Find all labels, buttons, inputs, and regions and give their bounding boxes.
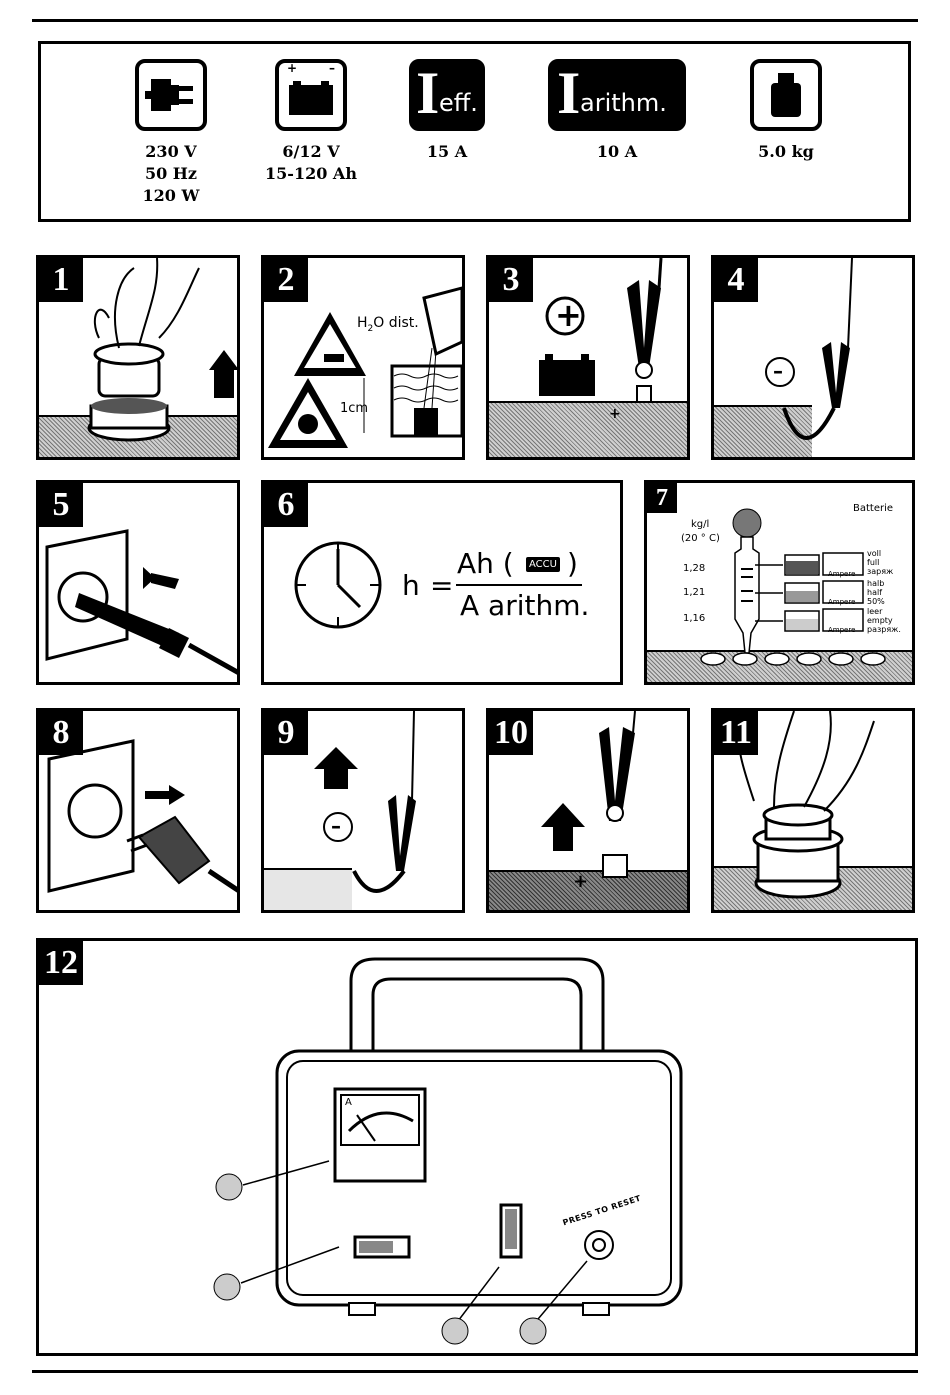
step-7-label-full-ru: заряж: [867, 567, 893, 576]
step-4-number: 4: [714, 258, 758, 302]
step-7-label-full-en: full: [867, 558, 879, 567]
step-12-number: 12: [39, 941, 83, 985]
step-7-label-empty-en: empty: [867, 616, 893, 625]
meter-unit-label: A: [345, 1097, 352, 1108]
current-eff-big: I: [416, 59, 439, 128]
step-7-label-empty-ru: разряж.: [867, 625, 901, 634]
step-7-label-half-de: halb: [867, 579, 884, 588]
formula-eq: =: [430, 569, 453, 602]
step-8-number: 8: [39, 711, 83, 755]
step-10-panel: + 10: [486, 708, 690, 913]
battery-icon: + –: [275, 59, 347, 131]
step-2-level: 1cm: [340, 403, 368, 414]
spec-weight-text: 5.0 kg: [746, 141, 826, 163]
step-7-density-3: 1,16: [683, 613, 705, 624]
step-7-number: 7: [647, 483, 677, 513]
formula-numerator-right: ): [567, 547, 578, 580]
step-11-panel: 11: [711, 708, 915, 913]
step-6-panel: h = Ah ( ACCU ) A arithm. 6: [261, 480, 623, 685]
battery-minus-label: –: [329, 61, 335, 75]
step-8-panel: 8: [36, 708, 240, 913]
top-rule: [32, 19, 918, 22]
spec-battery-text: 6/12 V 15-120 Ah: [256, 141, 366, 185]
step-3-panel: + + 3: [486, 255, 690, 460]
step-2-number: 2: [264, 258, 308, 302]
formula-numerator-left: Ah (: [457, 547, 514, 580]
step-7-meter-3: Ampere: [828, 625, 855, 636]
step-7-meter-1: Ampere: [828, 569, 855, 580]
battery-plus-label: +: [287, 61, 297, 75]
step-7-unit: kg/l: [691, 519, 709, 530]
spec-current-arithm-text: 10 A: [548, 141, 686, 163]
formula-h: h: [402, 569, 420, 602]
step-10-number: 10: [489, 711, 533, 755]
current-eff-small: eff.: [439, 89, 478, 117]
step-7-density-1: 1,28: [683, 563, 705, 574]
step-3-plus-small: +: [609, 406, 621, 422]
step-11-number: 11: [714, 711, 758, 755]
step-4-minus-big: –: [773, 359, 783, 383]
step-1-number: 1: [39, 258, 83, 302]
step-6-number: 6: [264, 483, 308, 527]
current-arithm-small: arithm.: [580, 89, 667, 117]
specifications-box: 230 V 50 Hz 120 W + – 6/12 V 15-120 Ah I…: [38, 41, 911, 222]
step-9-panel: – 9: [261, 708, 465, 913]
step-7-temp: (20 ° C): [681, 533, 720, 544]
spec-power-text: 230 V 50 Hz 120 W: [131, 141, 211, 207]
spec-current-arithm: I arithm. 10 A: [548, 59, 686, 163]
spec-weight: 5.0 kg: [746, 59, 826, 163]
formula-accu: ACCU: [526, 557, 560, 572]
current-eff-icon: I eff.: [409, 59, 485, 131]
step-7-label-full-de: voll: [867, 549, 881, 558]
spec-battery: + – 6/12 V 15-120 Ah: [256, 59, 366, 185]
step-7-label-half-en: half: [867, 588, 882, 597]
step-7-panel: kg/l (20 ° C) Batterie 1,28 1,21 1,16 Am…: [644, 480, 915, 685]
step-2-h2o: H2O dist.: [357, 318, 419, 335]
step-4-panel: – 4: [711, 255, 915, 460]
spec-current-eff: I eff. 15 A: [409, 59, 485, 163]
step-1-panel: 1: [36, 255, 240, 460]
step-7-title: Batterie: [853, 503, 893, 514]
step-5-panel: 5: [36, 480, 240, 685]
bottom-rule: [32, 1370, 918, 1373]
step-2-panel: H2O dist. 1cm 2: [261, 255, 465, 460]
step-10-plus: +: [573, 871, 588, 892]
step-7-meter-2: Ampere: [828, 597, 855, 608]
spec-power: 230 V 50 Hz 120 W: [131, 59, 211, 207]
plug-icon: [135, 59, 207, 131]
step-5-number: 5: [39, 483, 83, 527]
formula-denominator: A arithm.: [460, 589, 589, 622]
step-3-number: 3: [489, 258, 533, 302]
spec-current-eff-text: 15 A: [409, 141, 485, 163]
step-7-label-half-pct: 50%: [867, 597, 885, 606]
step-9-number: 9: [264, 711, 308, 755]
current-arithm-icon: I arithm.: [548, 59, 686, 131]
current-arithm-big: I: [557, 59, 580, 128]
step-9-minus-big: –: [331, 814, 341, 838]
step-12-panel: A PRESS TO RESET 12: [36, 938, 918, 1356]
step-7-label-empty-de: leer: [867, 607, 882, 616]
step-3-plus-big: +: [555, 296, 582, 334]
step-7-density-2: 1,21: [683, 587, 705, 598]
weight-icon: [750, 59, 822, 131]
